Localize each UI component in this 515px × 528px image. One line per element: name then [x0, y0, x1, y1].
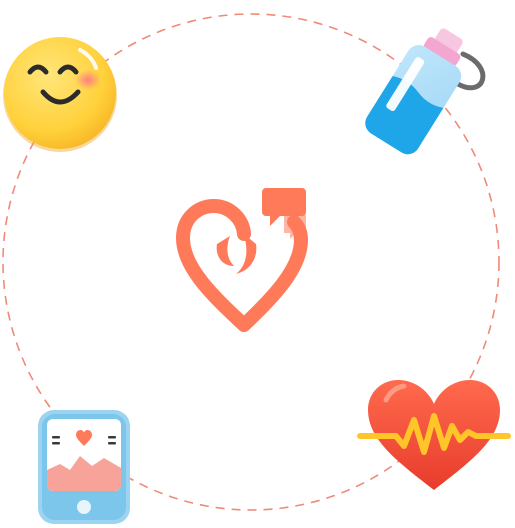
heartbeat-heart-icon: [357, 380, 511, 490]
heart-chat-logo-icon: [176, 188, 308, 332]
water-bottle-icon: [365, 28, 486, 155]
smiley-face-icon: [3, 37, 117, 152]
orbit-ring: [2, 13, 500, 511]
blood-pressure-monitor-icon: [38, 410, 130, 524]
